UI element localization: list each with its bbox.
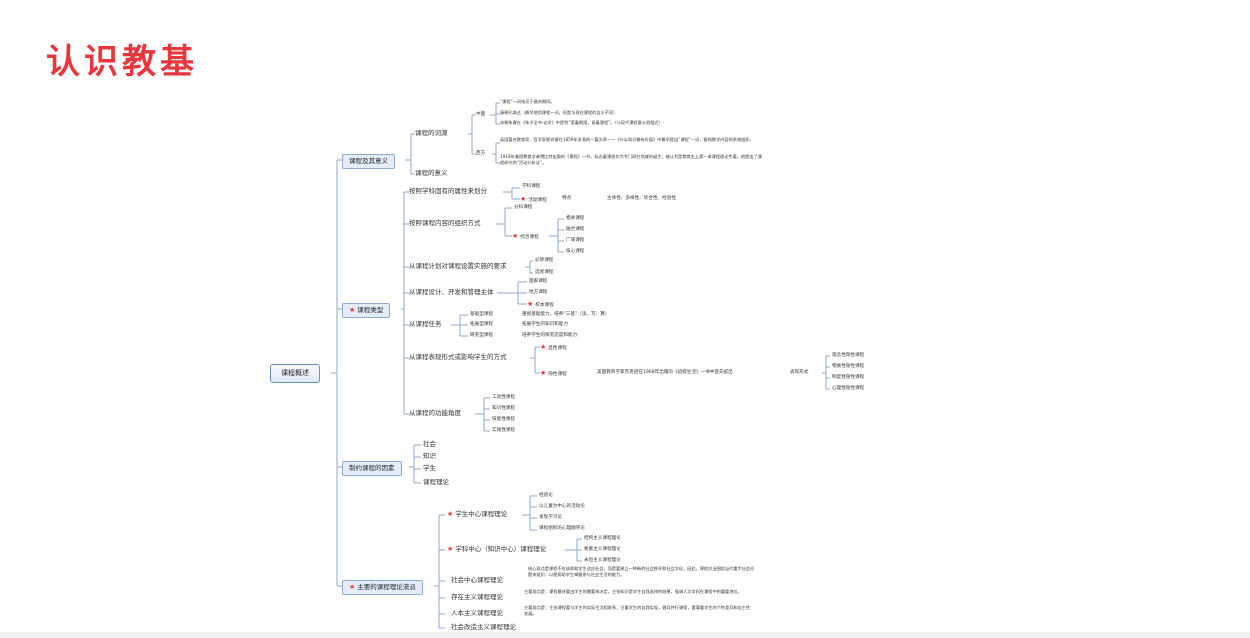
leaf-school-based[interactable]: ★校本课程: [527, 300, 554, 308]
leaf-hidden-concept[interactable]: 观念性隐性课程: [832, 353, 865, 358]
leaf-essentialism[interactable]: 要素主义课程理论: [584, 547, 621, 552]
node-by-plan[interactable]: 从课程计划对课程设置实施的要求: [409, 262, 507, 270]
leaf-basic-desc: 重视基础能力，培养“三基”（读、写、算）: [522, 312, 610, 317]
star-icon: ★: [512, 232, 519, 240]
node-humanism[interactable]: 人本主义课程理论: [451, 609, 503, 617]
node-by-discipline[interactable]: 按照学科固有的属性来划分: [409, 187, 487, 195]
star-icon: ★: [527, 300, 534, 308]
star-icon: ★: [540, 343, 547, 351]
text-china-2: 唐朝孔颖达（最早使用课程一词，但是与现在课程的含义不同）: [500, 110, 618, 115]
star-icon: ★: [540, 369, 547, 377]
leaf-integrated-course[interactable]: ★综合课程: [512, 232, 539, 240]
star-icon: ★: [349, 306, 356, 314]
bottom-scroll-bar: [0, 632, 1250, 638]
node-knowledge[interactable]: 知识: [423, 452, 436, 460]
leaf-national[interactable]: 国家课程: [529, 279, 548, 284]
node-by-subject[interactable]: 从课程设计、开发和管理主体: [409, 288, 494, 296]
node-existentialism[interactable]: 存在主义课程理论: [451, 593, 503, 601]
text-china-1: “课程”一词始见于唐宋期间。: [500, 99, 555, 104]
branch-course-meaning[interactable]: 课程及其意义: [342, 154, 395, 169]
leaf-hidden[interactable]: ★隐性课程: [540, 369, 567, 377]
text-china-3: 宋朝朱熹在《朱子全书·论学》中提到“宽着期限，紧着课程”。（与现代课程意义很相近…: [500, 120, 663, 125]
node-by-function[interactable]: 从课程的功能角度: [409, 409, 461, 417]
node-student[interactable]: 学生: [423, 464, 436, 472]
leaf-extended-desc: 拓展学生的知识和能力: [522, 322, 568, 327]
leaf-skill[interactable]: 技能性课程: [492, 417, 515, 422]
leaf-subject-course[interactable]: 学科课程: [522, 184, 541, 189]
leaf-extended[interactable]: 拓展型课程: [470, 322, 493, 327]
node-by-form[interactable]: 从课程表现形式或影响学生的方式: [409, 353, 507, 361]
leaf-experience[interactable]: 经验论: [539, 493, 553, 498]
node-china[interactable]: 中国: [476, 112, 486, 117]
leaf-hidden-material[interactable]: 物质性隐性课程: [832, 364, 865, 369]
leaf-separate-course[interactable]: 分科课程: [514, 205, 533, 210]
leaf-fused-course[interactable]: 融合课程: [566, 227, 585, 232]
leaf-features-value: 主体性、多样性、综合性、经验性: [607, 196, 676, 201]
leaf-local[interactable]: 地方课程: [529, 290, 548, 295]
leaf-hidden-forms: 表现形式: [790, 370, 809, 375]
branch-constraints[interactable]: 制约课程的因素: [342, 461, 402, 476]
text-society-centered: 核心观点是课程不应该帮助学生适应社会，而是要建立一种新的社会秩序和社会文化。因此…: [528, 566, 755, 577]
leaf-tool[interactable]: 工具性课程: [492, 395, 515, 400]
node-social-reconstruction[interactable]: 社会改造主义课程理论: [451, 623, 516, 631]
leaf-basic[interactable]: 基础型课程: [470, 312, 493, 317]
leaf-hidden-psych[interactable]: 心理性隐性课程: [832, 386, 865, 391]
leaf-psych-order[interactable]: 课程组织的心理顺序论: [539, 526, 585, 531]
leaf-explicit[interactable]: ★显性课程: [540, 343, 567, 351]
leaf-required[interactable]: 必修课程: [535, 258, 554, 263]
branch-theory-schools[interactable]: ★主要的课程理论流派: [342, 580, 423, 595]
node-etymology[interactable]: 课程的词源: [415, 129, 448, 137]
node-west[interactable]: 西方: [476, 151, 486, 156]
leaf-broad-course[interactable]: 广域课程: [566, 238, 585, 243]
node-society[interactable]: 社会: [423, 440, 436, 448]
leaf-research[interactable]: 研究型课程: [470, 333, 493, 338]
leaf-research-desc: 培养学生的探究态度和能力: [522, 333, 578, 338]
text-west-1: 英国著名教育家、哲学家斯宾塞在1859年发表的一篇文章——《什么知识最有价值》中…: [500, 137, 754, 142]
leaf-practice[interactable]: 实践性课程: [492, 428, 515, 433]
text-existentialism: 主要观点是：课程最终要由学生的需要来决定，主张知识是学生自我选择的结果，强调人文…: [524, 589, 742, 594]
leaf-features: 特点: [562, 196, 572, 201]
text-west-2: 1918年美国教育学者博比特出版的《课程》一书，标志着课程作为专门研究领域的诞生…: [500, 154, 762, 165]
leaf-knowledge[interactable]: 知识性课程: [492, 406, 515, 411]
leaf-discovery[interactable]: 发现学习论: [539, 515, 562, 520]
leaf-core-course[interactable]: 核心课程: [566, 249, 585, 254]
leaf-hidden-origin: 美国教育学家杰克逊在1968年出版的《班级生活》一书中首先提出: [597, 370, 733, 375]
node-by-organization[interactable]: 按照课程内容的组织方式: [409, 219, 481, 227]
node-society-centered[interactable]: 社会中心课程理论: [451, 576, 503, 584]
text-humanism: 主要观点是：主张课程要与学生的实际生活相联系，注重学生的自我实现，倡导并行课程，…: [524, 605, 751, 616]
node-by-task[interactable]: 从课程任务: [409, 320, 442, 328]
node-significance[interactable]: 课程的意义: [415, 169, 448, 177]
leaf-child-activity[interactable]: 以儿童为中心的活动论: [539, 504, 585, 509]
leaf-activity-course[interactable]: ★活动课程: [520, 195, 547, 203]
leaf-elective[interactable]: 选修课程: [535, 270, 554, 275]
star-icon: ★: [447, 545, 454, 553]
node-theory[interactable]: 课程理论: [423, 478, 449, 486]
branch-course-types[interactable]: ★课程类型: [342, 303, 391, 318]
page-title: 认识教基: [46, 42, 198, 82]
star-icon: ★: [349, 583, 356, 591]
star-icon: ★: [520, 195, 527, 203]
node-subject-centered[interactable]: ★学科中心（知识中心）课程理论: [447, 545, 547, 553]
leaf-hidden-system[interactable]: 制度性隐性课程: [832, 375, 865, 380]
leaf-perennialism[interactable]: 永恒主义课程理论: [584, 558, 621, 563]
leaf-related-course[interactable]: 相关课程: [566, 216, 585, 221]
root-node[interactable]: 课程概述: [270, 364, 320, 383]
leaf-structuralism[interactable]: 结构主义课程理论: [584, 536, 621, 541]
star-icon: ★: [447, 510, 454, 518]
node-student-centered[interactable]: ★学生中心课程理论: [447, 510, 508, 518]
